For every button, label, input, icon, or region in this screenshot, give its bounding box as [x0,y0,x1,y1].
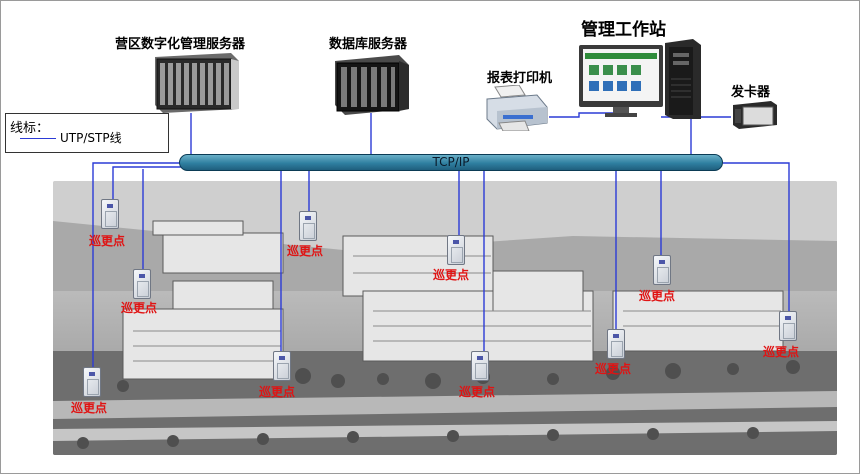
workstation-label: 管理工作站 [581,15,666,40]
patrol-reader-icon [273,351,291,381]
workstation-tower-icon [665,39,701,119]
patrol-point-label: 巡更点 [763,343,799,360]
patrol-point-label: 巡更点 [287,242,323,259]
camp-server-icon [151,51,241,113]
legend: 线标： UTP/STP线 [5,113,169,153]
legend-cable-label: UTP/STP线 [60,129,122,146]
patrol-reader-icon [653,255,671,285]
patrol-reader-icon [779,311,797,341]
patrol-reader-icon [83,367,101,397]
patrol-point-label: 巡更点 [639,287,675,304]
patrol-reader-icon [101,199,119,229]
camp-server-label: 营区数字化管理服务器 [115,33,245,52]
tcpip-bus: TCP/IP [179,154,723,171]
workstation-monitor-icon [579,45,663,117]
legend-cable-swatch [20,138,56,139]
printer-label: 报表打印机 [487,67,552,86]
card-issuer-icon [731,101,777,129]
patrol-point-label: 巡更点 [433,266,469,283]
patrol-reader-icon [133,269,151,299]
card-issuer-label: 发卡器 [731,81,770,100]
patrol-point-label: 巡更点 [121,299,157,316]
patrol-point-label: 巡更点 [595,360,631,377]
legend-title: 线标： [10,117,49,136]
patrol-point-label: 巡更点 [259,383,295,400]
patrol-reader-icon [447,235,465,265]
patrol-reader-icon [607,329,625,359]
tcpip-bus-label: TCP/IP [180,155,722,170]
database-server-label: 数据库服务器 [329,33,407,52]
patrol-point-label: 巡更点 [71,399,107,416]
patrol-reader-icon [471,351,489,381]
printer-icon [485,85,549,131]
patrol-reader-icon [299,211,317,241]
patrol-point-label: 巡更点 [459,383,495,400]
patrol-point-label: 巡更点 [89,232,125,249]
database-server-icon [333,53,411,115]
